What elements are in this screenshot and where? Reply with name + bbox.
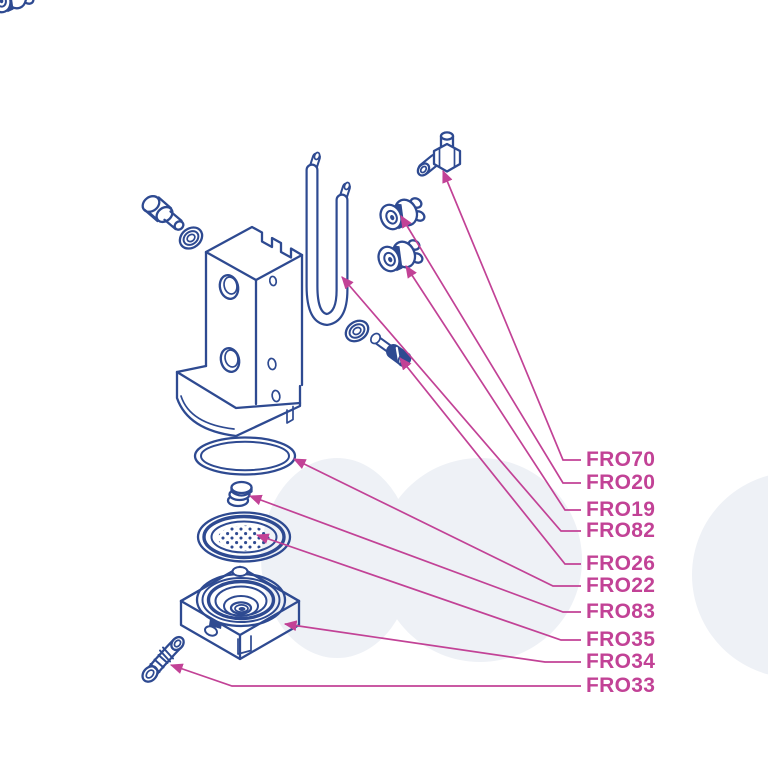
part-label: FRO82 [586,519,656,542]
leader-line-fro70 [442,169,581,461]
mounting-bolt [370,332,412,367]
group-head-body [179,565,301,661]
part-label: FRO33 [586,674,656,697]
shower-screen [196,511,292,563]
elbow-union-fitting [416,131,462,177]
part-label: FRO83 [586,600,656,623]
leader-line-fro35 [255,533,581,641]
part-label: FRO22 [586,574,656,597]
leader-line-fro83 [248,494,581,613]
part-label: FRO35 [586,628,656,651]
leader-line-fro22 [292,458,581,587]
part-label: FRO70 [586,448,656,471]
part-label: FRO34 [586,650,656,673]
thermostat-upper [375,195,428,234]
part-label: FRO19 [586,498,656,521]
plug [226,480,253,508]
washer-top-left [178,226,204,250]
part-label: FRO26 [586,552,656,575]
angled-pipe-fitting [141,635,185,683]
washer-right [344,319,370,343]
leader-line-fro20 [400,214,581,484]
thermostat-lower [373,237,426,276]
heating-element [305,151,351,326]
leader-line-fro26 [399,357,581,565]
leader-lines [169,169,581,687]
part-label: FRO20 [586,471,656,494]
leader-line-fro82 [341,276,581,532]
boiler-body [175,225,304,438]
leader-line-fro33 [169,663,581,687]
hex-bolt-top-left [141,195,185,231]
o-ring-seal [193,436,297,476]
leader-line-fro34 [283,620,581,663]
leader-line-fro19 [405,265,581,511]
